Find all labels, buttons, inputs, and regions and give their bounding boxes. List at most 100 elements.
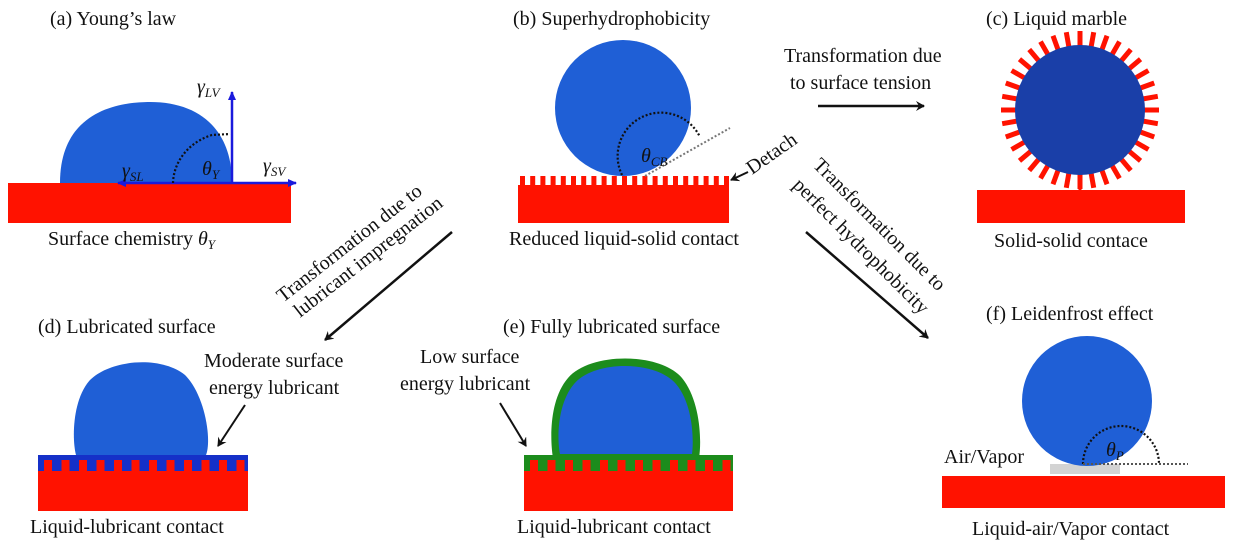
surface-pillar xyxy=(61,460,70,472)
surface-pillar xyxy=(530,460,538,472)
panel-c-liquid-marble: (c) Liquid marble Solid-solid contace xyxy=(977,8,1185,252)
marble-particle xyxy=(1050,34,1061,51)
substrate-base xyxy=(38,471,248,511)
marble-particle xyxy=(1038,164,1051,180)
surface-pillar xyxy=(550,176,556,186)
marble-particle xyxy=(1099,169,1110,186)
panel-c-substrate xyxy=(977,190,1185,223)
marble-particle xyxy=(1027,47,1041,63)
marble-particle xyxy=(1119,157,1133,173)
panel-d-lubricated-surface: (d) Lubricated surface Moderate surface … xyxy=(30,316,343,538)
panel-c-title: (c) Liquid marble xyxy=(986,8,1127,30)
marble-particle xyxy=(1004,80,1021,91)
gamma-sl-label: γSL xyxy=(122,160,144,184)
panel-d-droplet xyxy=(73,362,209,455)
surface-pillar xyxy=(520,176,525,186)
surface-pillar xyxy=(166,460,175,472)
surface-pillar xyxy=(114,460,122,472)
panel-e-textured-substrate xyxy=(524,455,733,511)
panel-e-droplet xyxy=(558,366,693,454)
surface-pillar xyxy=(705,460,713,472)
gamma-sv-label: γSV xyxy=(263,155,287,179)
panel-b-angle-arc xyxy=(616,111,701,176)
panel-c-caption: Solid-solid contace xyxy=(994,230,1148,252)
transition-surface-tension: Transformation due to surface tension xyxy=(784,45,942,111)
surface-pillar xyxy=(642,176,648,186)
marble-particle xyxy=(1004,129,1021,140)
panel-b-superhydrophobicity: (b) Superhydrophobicity θCB Detach Reduc… xyxy=(509,8,801,250)
surface-pillar xyxy=(724,176,729,186)
panel-d-annotation-line1: Moderate surface xyxy=(204,350,343,372)
lubricant-layer xyxy=(38,455,248,471)
panel-a-caption: Surface chemistry θY xyxy=(48,228,217,252)
marble-particle xyxy=(1099,34,1110,51)
marble-particle xyxy=(1001,93,1018,102)
surface-pillar xyxy=(560,176,566,186)
substrate-base xyxy=(524,471,733,511)
surface-pillar xyxy=(184,460,192,472)
panel-b-caption: Reduced liquid-solid contact xyxy=(509,228,739,250)
transition-surface-tension-line1: Transformation due xyxy=(784,45,942,67)
panel-d-annotation-arrow xyxy=(217,404,246,447)
surface-pillar xyxy=(547,460,556,472)
panel-a-droplet xyxy=(60,102,232,183)
arrow-to-lubricated xyxy=(324,231,453,341)
surface-pillar xyxy=(582,460,591,472)
panel-b-tangent-line xyxy=(644,127,731,177)
surface-pillar xyxy=(611,176,617,186)
surface-pillar xyxy=(632,176,638,186)
panel-f-substrate xyxy=(942,476,1225,508)
panel-f-droplet xyxy=(1022,336,1152,466)
marble-particle xyxy=(1139,129,1156,140)
panel-f-title: (f) Leidenfrost effect xyxy=(986,303,1154,325)
marble-particle xyxy=(1127,149,1143,163)
surface-pillar xyxy=(617,460,626,472)
gamma-lv-label: γLV xyxy=(197,76,222,100)
surface-pillar xyxy=(652,460,661,472)
surface-pillar xyxy=(687,460,696,472)
marble-particle xyxy=(1017,149,1033,163)
surface-pillar xyxy=(565,460,573,472)
marble-particle xyxy=(1063,31,1072,48)
surface-pillar xyxy=(219,460,227,472)
surface-pillar xyxy=(670,460,678,472)
surface-pillar xyxy=(635,460,643,472)
panel-e-annotation-line2: energy lubricant xyxy=(400,373,531,395)
marble-particle xyxy=(1088,31,1097,48)
marble-particle xyxy=(1050,169,1061,186)
marble-particle xyxy=(1010,68,1026,81)
panel-b-title: (b) Superhydrophobicity xyxy=(513,8,710,30)
panel-e-annotation-arrow xyxy=(499,402,527,447)
surface-pillar xyxy=(722,460,731,472)
panel-e-fully-lubricated: (e) Fully lubricated surface Low surface… xyxy=(400,316,733,538)
detach-arrow xyxy=(730,171,749,182)
surface-pillar xyxy=(581,176,587,186)
marble-particle-shell xyxy=(1001,31,1159,190)
marble-particle xyxy=(1109,40,1122,56)
theta-cb-label: θCB xyxy=(641,145,667,169)
surface-pillar xyxy=(236,460,245,472)
marble-particle xyxy=(1139,80,1156,91)
surface-pillar xyxy=(673,176,678,186)
transition-surface-tension-line2: to surface tension xyxy=(790,72,931,94)
surface-pillar xyxy=(149,460,157,472)
marble-particle xyxy=(1119,47,1133,63)
transition-perfect-hydrophobicity: Transformation due to perfect hydrophobi… xyxy=(788,154,950,339)
marble-particle xyxy=(1134,68,1150,81)
surface-pillar xyxy=(703,176,709,186)
panel-e-caption: Liquid-lubricant contact xyxy=(517,516,711,538)
panel-d-caption: Liquid-lubricant contact xyxy=(30,516,224,538)
panel-a-substrate xyxy=(8,183,291,223)
panel-d-annotation-line2: energy lubricant xyxy=(209,377,340,399)
marble-particle xyxy=(1001,118,1018,127)
surface-pillar xyxy=(683,176,689,186)
marble-particle xyxy=(1017,57,1033,71)
vapor-layer xyxy=(1050,464,1120,474)
panel-b-droplet xyxy=(555,40,691,176)
surface-pillar xyxy=(96,460,105,472)
surface-pillar xyxy=(44,460,52,472)
surface-pillar xyxy=(79,460,87,472)
panel-c-droplet xyxy=(1015,45,1145,175)
marble-particle xyxy=(1063,172,1072,189)
